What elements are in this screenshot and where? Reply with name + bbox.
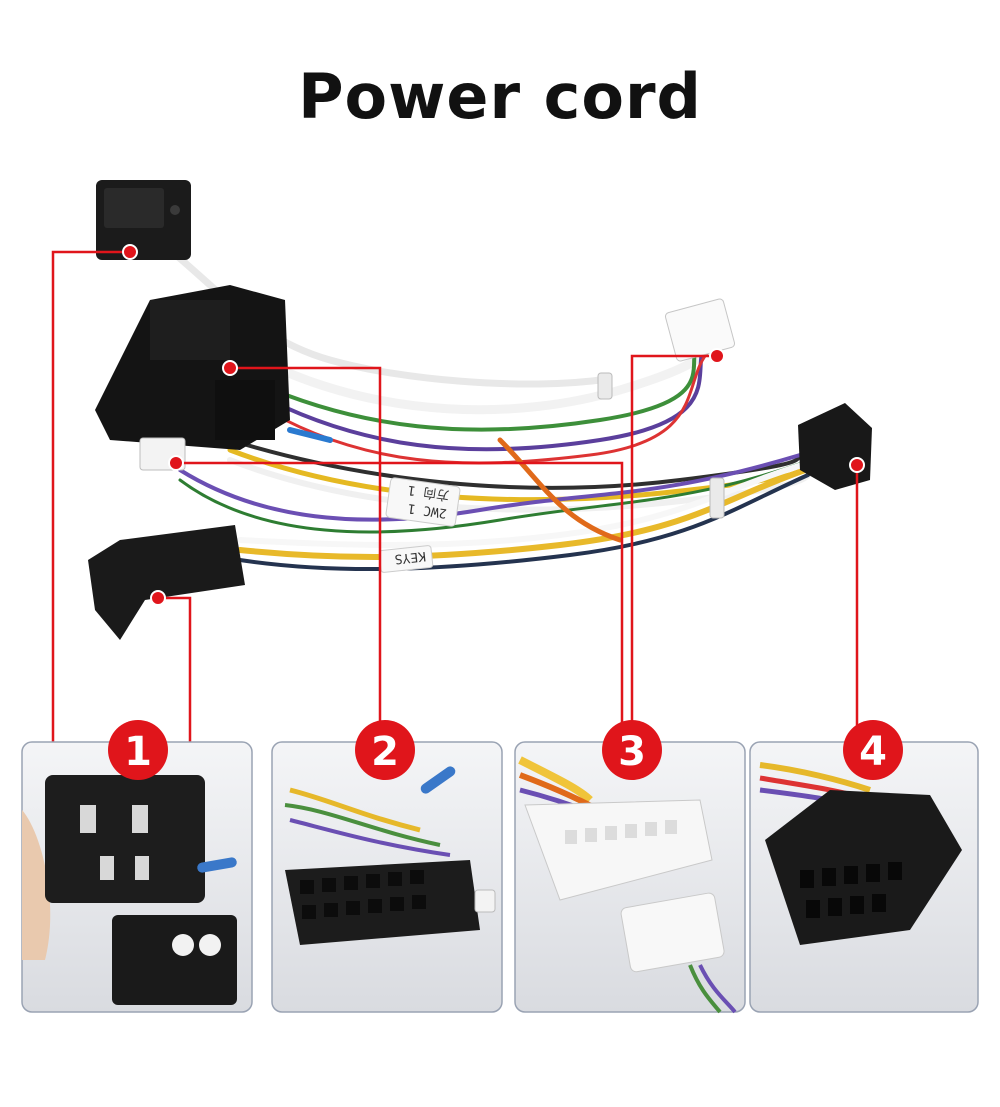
wire-bundle <box>166 246 818 572</box>
harness-photo: 2WC 1 方向 1 KEYS <box>88 180 872 640</box>
callout-lines <box>51 250 859 745</box>
callout-dots <box>122 244 865 606</box>
connector-main <box>95 285 290 450</box>
svg-text:3: 3 <box>618 729 646 775</box>
wire-label-a: 2WC 1 <box>407 500 448 520</box>
svg-text:4: 4 <box>859 729 887 775</box>
wire-label-tag: 2WC 1 方向 1 <box>385 477 461 527</box>
wire-label-c: KEYS <box>394 548 427 566</box>
svg-text:2: 2 <box>371 729 399 775</box>
detail-panel-2 <box>271 741 503 1013</box>
part-marker-2: 2 <box>355 720 415 780</box>
page-title: Power cord <box>298 60 702 133</box>
part-marker-3: 3 <box>602 720 662 780</box>
connector-white-large <box>664 298 736 362</box>
part-marker-4: 4 <box>843 720 903 780</box>
connector-small-top <box>96 180 191 260</box>
connector-small-bottom <box>88 525 245 640</box>
detail-panel-4 <box>749 741 979 1013</box>
wire-label-b: 方向 1 <box>407 482 450 504</box>
detail-panel-3 <box>514 741 746 1014</box>
wire-label-tag: KEYS <box>378 545 434 573</box>
part-marker-1: 1 <box>108 720 168 780</box>
detail-panel-1 <box>21 741 253 1013</box>
svg-text:1: 1 <box>124 729 152 775</box>
